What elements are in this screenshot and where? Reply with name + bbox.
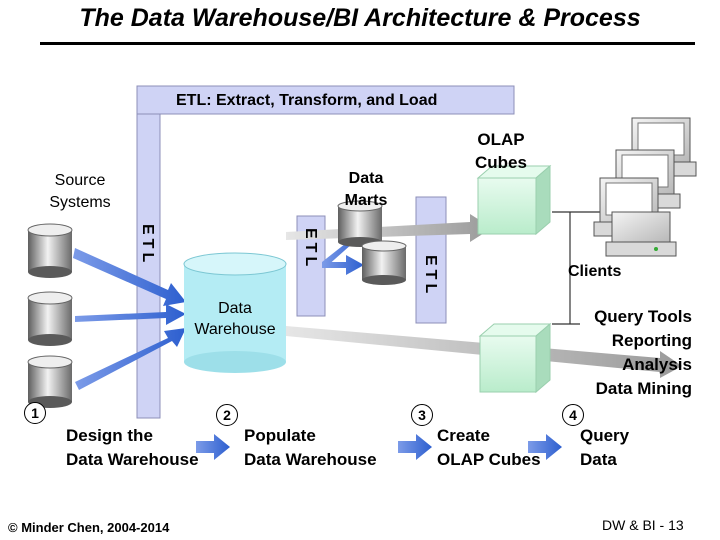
flow-arrow-cubes: [286, 214, 492, 242]
step-number-3: 3: [411, 404, 433, 426]
data-mart-2: [361, 240, 407, 285]
source-database-3: [27, 355, 73, 408]
source-systems-label: Source Systems: [49, 172, 111, 211]
step-number-2: 2: [216, 404, 238, 426]
olap-cube-1: [476, 164, 552, 236]
clients-label: Clients: [568, 263, 622, 280]
title-rule: [40, 42, 695, 45]
data-warehouse-cylinder: [183, 252, 287, 373]
etl-label-3: ETL: [422, 255, 439, 298]
step-label-3: Create OLAP Cubes: [437, 426, 541, 469]
step-label-2: Populate Data Warehouse: [244, 426, 377, 469]
step-label-4: Query Data: [580, 426, 630, 469]
mart-arrow-2: [322, 255, 364, 275]
load-arrow-3: [75, 328, 186, 390]
step-number-1: 1: [24, 402, 46, 424]
olap-cube-2: [478, 322, 552, 394]
step-arrow-1: [196, 434, 230, 460]
source-database-1: [27, 223, 73, 278]
etl-banner-label: ETL: Extract, Transform, and Load: [176, 92, 438, 109]
step-label-1: Design the Data Warehouse: [66, 426, 199, 469]
load-arrow-1: [73, 248, 186, 306]
page-number: DW & BI - 13: [602, 517, 684, 533]
client-tools-label: Query Tools Reporting Analysis Data Mini…: [594, 307, 692, 398]
step-arrow-2: [398, 434, 432, 460]
step-number-4: 4: [562, 404, 584, 426]
olap-cubes-label: OLAP Cubes: [475, 130, 527, 172]
load-arrow-2: [75, 304, 186, 325]
data-warehouse-label: Data Warehouse: [194, 300, 276, 338]
data-marts-label: Data Marts: [344, 170, 388, 209]
slide-title: The Data Warehouse/BI Architecture & Pro…: [79, 4, 641, 32]
copyright-text: © Minder Chen, 2004-2014: [8, 520, 170, 535]
source-database-2: [27, 291, 73, 346]
etl-label-1: ETL: [139, 224, 156, 267]
step-arrow-3: [528, 434, 562, 460]
etl-label-2: ETL: [302, 228, 319, 271]
etl-banner-shape: [136, 85, 515, 419]
client-computer-4: [605, 211, 677, 257]
etl-strip-3: [415, 196, 447, 324]
